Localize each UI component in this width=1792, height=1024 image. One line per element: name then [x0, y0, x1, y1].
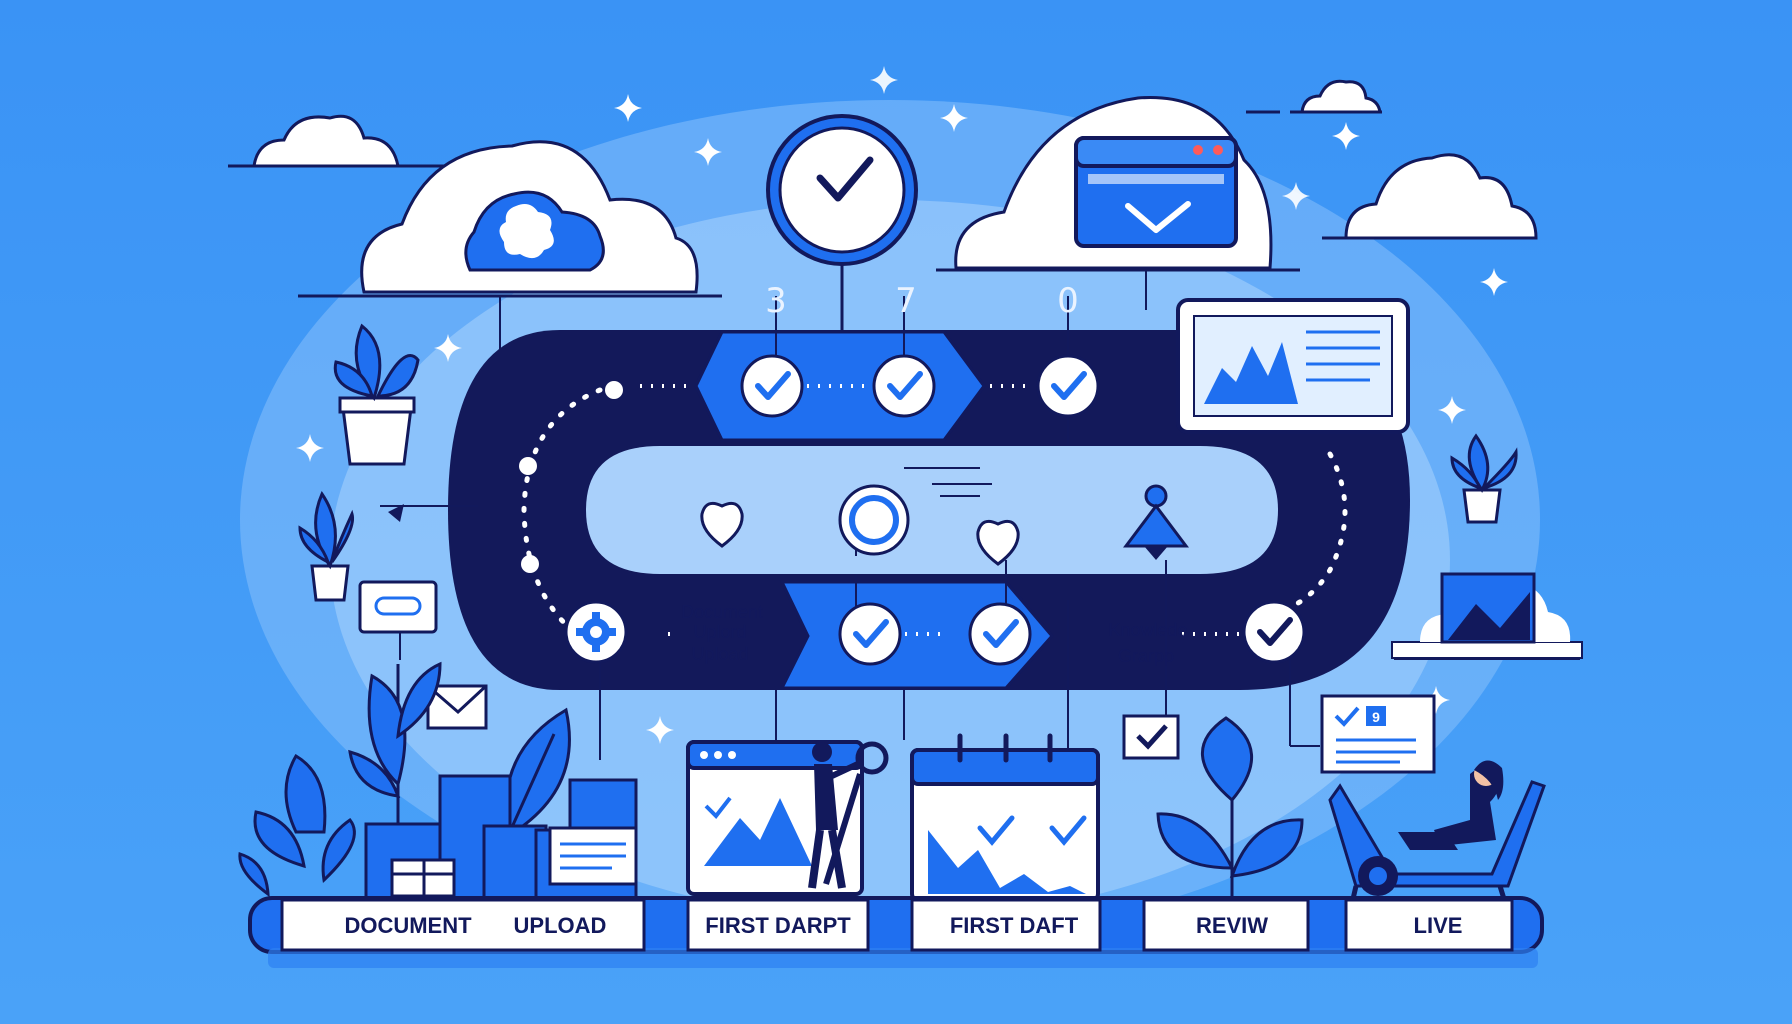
plant-icon [1156, 716, 1304, 904]
person-with-laptop-icon [1328, 760, 1546, 913]
chart-card[interactable] [1176, 298, 1410, 434]
check-icon[interactable] [970, 604, 1030, 664]
stage-panel[interactable] [280, 898, 646, 952]
checklist-number: 9 [1372, 709, 1380, 725]
check-icon[interactable] [840, 604, 900, 664]
chart-icon [704, 798, 812, 866]
track-label-right: Knowlede Grarpp [1108, 620, 1187, 666]
browser-window-icon[interactable] [1074, 136, 1238, 248]
arrow-decor [388, 504, 404, 522]
plant-icon [298, 490, 355, 602]
heart-icon [700, 501, 744, 548]
svg-text:Grarpp: Grarpp [1118, 646, 1174, 666]
picture-frame-icon [1391, 572, 1583, 660]
calendar-icon[interactable] [910, 733, 1100, 902]
bell-icon [1123, 484, 1189, 560]
track-label-left: Document Uplord Upload [681, 602, 763, 664]
heart-icon [976, 519, 1020, 566]
check-icon [1125, 201, 1191, 233]
check-icon[interactable] [1242, 600, 1306, 664]
svg-text:Document: Document [681, 602, 763, 622]
stage-label-live: LIVE [1414, 913, 1463, 938]
speech-bubble-icon [358, 580, 438, 634]
timeline-number: 0 [1057, 281, 1079, 321]
check-icon[interactable] [1038, 356, 1098, 416]
checkbox[interactable] [1122, 714, 1180, 760]
svg-text:Uplord: Uplord [693, 622, 746, 642]
stage-label-document: DOCUMENT [344, 913, 472, 938]
svg-text:Upload: Upload [691, 644, 748, 664]
check-icon[interactable] [874, 356, 934, 416]
puzzle-icon [499, 204, 554, 259]
cloud-icon [1290, 79, 1382, 114]
checklist-card[interactable]: 9 [1320, 694, 1436, 774]
timeline-number: 3 [765, 281, 787, 321]
stage-panel[interactable] [686, 898, 870, 952]
stage-label-first-darpt: FIRST DARPT [705, 913, 851, 938]
timeline-number: 7 [895, 281, 917, 321]
plant-icon [1450, 433, 1518, 524]
plant-icon [238, 753, 356, 898]
plant-icon [333, 323, 420, 466]
target-icon [838, 484, 910, 556]
stage-label-reviw: REVIW [1196, 913, 1268, 938]
stage-panel[interactable] [1344, 898, 1514, 952]
envelope-icon [426, 684, 488, 730]
chart-icon [1204, 342, 1298, 404]
stage-panel[interactable] [910, 898, 1102, 952]
person-icon [808, 741, 889, 889]
plant-icon [348, 661, 442, 892]
cloud-icon [228, 114, 448, 168]
stage-panel[interactable] [1142, 898, 1310, 952]
cloud-icon [298, 140, 722, 298]
gear-icon[interactable] [564, 600, 628, 664]
svg-text:Knowlede: Knowlede [1108, 620, 1187, 640]
boxes [364, 774, 638, 902]
check-icon[interactable] [742, 356, 802, 416]
stage-label-upload: UPLOAD [514, 913, 607, 938]
decor-dashes [904, 467, 992, 497]
cloud-icon [1322, 153, 1538, 240]
chart-icon [928, 830, 1086, 894]
stage-label-first-daft: FIRST DAFT [950, 913, 1079, 938]
clock-icon [766, 114, 918, 336]
